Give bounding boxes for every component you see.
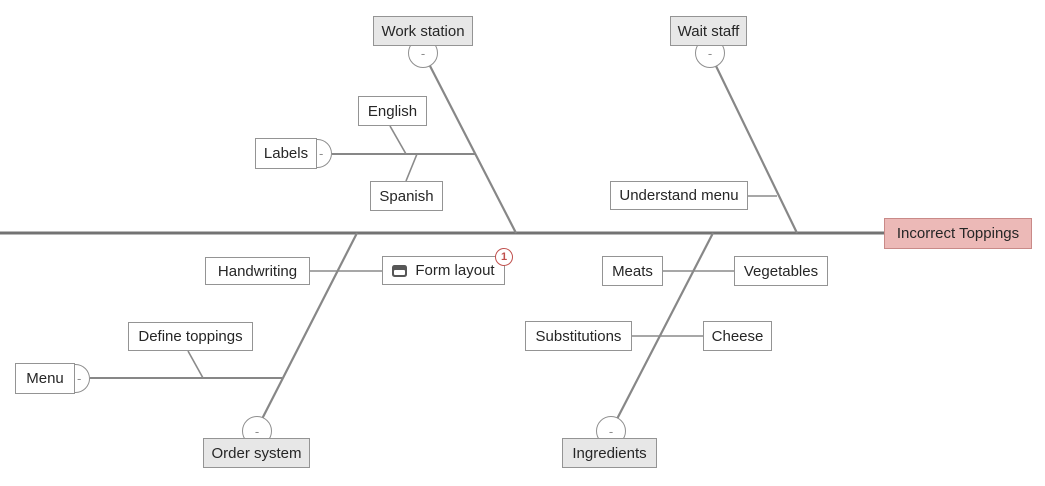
node-label: Wait staff [677,22,740,40]
connector-define-toppings [187,350,204,379]
branch-wait-staff[interactable] [715,65,798,234]
node-cheese[interactable]: Cheese [703,321,772,351]
node-ingredients[interactable]: Ingredients [562,438,657,468]
node-label: Order system [211,444,302,462]
comment-icon-paper [394,270,406,275]
node-spanish[interactable]: Spanish [370,181,443,211]
node-work-station[interactable]: Work station [373,16,473,46]
branch-order-system[interactable] [261,232,358,420]
node-meats[interactable]: Meats [602,256,663,286]
connector-spanish [405,153,418,182]
node-label: Handwriting [217,262,298,280]
node-handwriting[interactable]: Handwriting [205,257,310,285]
node-understand-menu[interactable]: Understand menu [610,181,748,210]
branch-work-station[interactable] [428,63,517,234]
node-labels[interactable]: Labels [255,138,317,169]
node-define-toppings[interactable]: Define toppings [128,322,253,351]
node-form-layout[interactable]: Form layout 1 [382,248,513,285]
node-wait-staff[interactable]: Wait staff [670,16,747,46]
node-label: Meats [612,262,653,280]
node-menu[interactable]: Menu [15,363,75,394]
node-label: Cheese [711,327,764,345]
node-order-system[interactable]: Order system [203,438,310,468]
comment-count-badge[interactable]: 1 [495,248,513,266]
node-effect-incorrect-toppings[interactable]: Incorrect Toppings [884,218,1032,249]
node-substitutions[interactable]: Substitutions [525,321,632,351]
node-label: Understand menu [619,187,739,204]
branch-ingredients[interactable] [616,232,714,420]
comment-icon[interactable] [392,264,408,277]
node-vegetables[interactable]: Vegetables [734,256,828,286]
node-label: Work station [381,22,465,40]
node-label: Form layout [415,262,495,279]
node-label: Ingredients [572,444,647,462]
node-label: English [367,102,418,120]
node-label: Define toppings [138,328,243,345]
node-english[interactable]: English [358,96,427,126]
node-label: Incorrect Toppings [896,225,1020,242]
node-label: Vegetables [743,262,819,280]
connector-english [389,125,407,155]
node-label: Labels [263,145,309,162]
node-label: Spanish [379,187,434,205]
node-label: Substitutions [535,327,622,345]
node-label: Menu [26,370,64,387]
